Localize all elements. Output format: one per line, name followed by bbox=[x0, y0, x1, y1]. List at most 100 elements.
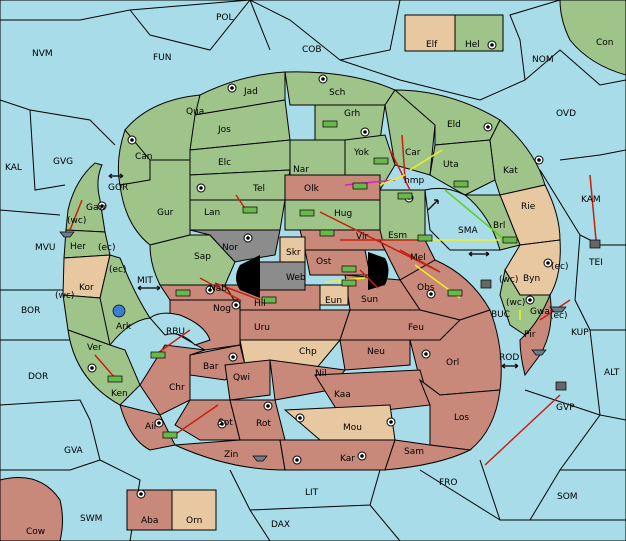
territory-elf[interactable] bbox=[404, 14, 456, 52]
label-feu: Feu bbox=[408, 323, 424, 333]
army-unit-ken bbox=[107, 375, 123, 383]
label-sot: Sot bbox=[218, 418, 233, 428]
territory-skr[interactable] bbox=[279, 236, 306, 263]
territory-tel[interactable] bbox=[189, 169, 291, 201]
territory-orn[interactable] bbox=[171, 489, 217, 531]
label-vir: Vir bbox=[356, 232, 368, 242]
label-kat: Kat bbox=[503, 166, 518, 176]
label-orl: Orl bbox=[446, 358, 459, 368]
units bbox=[59, 120, 601, 462]
label-eun: Eun bbox=[325, 296, 342, 306]
army-unit-hil bbox=[261, 296, 277, 304]
label-cow: Cow bbox=[26, 527, 45, 537]
adjacency-arrows bbox=[108, 173, 519, 369]
label-gvp: GVP bbox=[556, 403, 575, 413]
label-neu: Neu bbox=[367, 347, 385, 357]
inner-lake-rbu bbox=[149, 312, 211, 346]
territory-ken[interactable] bbox=[67, 329, 141, 406]
label-con: Con bbox=[596, 38, 614, 48]
label-yok: Yok bbox=[353, 148, 370, 158]
territory-sam[interactable] bbox=[384, 439, 472, 471]
label-esm: Esm bbox=[388, 231, 407, 241]
territory-kar[interactable] bbox=[279, 439, 396, 471]
label-sam: Sam bbox=[404, 447, 424, 457]
label-elc: Elc bbox=[218, 158, 231, 168]
inner-lake-sma bbox=[424, 187, 501, 251]
label-mel: Mel bbox=[410, 253, 426, 263]
label-ovd: OVD bbox=[556, 109, 576, 119]
label-orn: Orn bbox=[186, 516, 202, 526]
territory-qwi[interactable] bbox=[224, 359, 271, 401]
label-los: Los bbox=[454, 413, 469, 423]
label-gwa: Gwa bbox=[530, 307, 550, 317]
label-tei: TEI bbox=[588, 258, 603, 268]
label-swm: SWM bbox=[80, 514, 102, 524]
territory-uta[interactable] bbox=[429, 139, 496, 196]
label-uta: Uta bbox=[443, 160, 459, 170]
army-unit-olk bbox=[352, 182, 368, 190]
unit-marker-gvp bbox=[555, 381, 567, 391]
label-gaw-wc: (wc) bbox=[67, 216, 86, 226]
label-grh: Grh bbox=[344, 109, 360, 119]
label-nar: Nar bbox=[293, 165, 309, 175]
label-gwa-ec: (ec) bbox=[550, 311, 568, 321]
label-sch: Sch bbox=[329, 88, 345, 98]
label-rod: ROD bbox=[499, 353, 519, 363]
territory-cow[interactable] bbox=[0, 477, 63, 541]
label-brl: Brl bbox=[493, 221, 505, 231]
territory-pir[interactable] bbox=[519, 293, 552, 377]
fleet-unit-zin bbox=[252, 455, 268, 462]
territory-ail[interactable] bbox=[119, 404, 176, 451]
label-jad: Jad bbox=[243, 87, 258, 97]
label-lan: Lan bbox=[204, 208, 220, 218]
unit-marker-tei bbox=[589, 239, 601, 249]
unit-marker-buc bbox=[480, 279, 492, 289]
territory-gur[interactable] bbox=[119, 159, 191, 246]
label-obs: Obs bbox=[417, 283, 435, 293]
label-sap: Sap bbox=[194, 252, 211, 262]
label-qua: Qua bbox=[186, 107, 204, 117]
label-aba: Aba bbox=[141, 516, 158, 526]
territory-sot[interactable] bbox=[174, 399, 241, 441]
label-ver: Ver bbox=[87, 343, 102, 353]
army-unit-yok bbox=[373, 157, 389, 165]
label-zin: Zin bbox=[224, 450, 238, 460]
label-kor-ec: (ec) bbox=[109, 265, 127, 275]
army-unit-esm bbox=[417, 234, 433, 242]
territory-neu[interactable] bbox=[339, 339, 411, 371]
label-ail: Ail bbox=[145, 422, 156, 432]
label-gur: Gur bbox=[157, 208, 174, 218]
label-tel: Tel bbox=[252, 184, 265, 194]
label-rbu: RBU bbox=[166, 327, 185, 337]
territory-jad[interactable] bbox=[194, 71, 286, 116]
label-mou: Mou bbox=[343, 423, 362, 433]
unit-marker-ark bbox=[112, 304, 126, 318]
territory-hug[interactable] bbox=[284, 199, 381, 231]
label-gor: GOR bbox=[108, 183, 128, 193]
label-dax: DAX bbox=[271, 520, 290, 530]
label-som: SOM bbox=[557, 492, 578, 502]
label-kor: Kor bbox=[79, 283, 94, 293]
territory-con[interactable] bbox=[559, 0, 626, 76]
army-unit-nab bbox=[175, 289, 191, 297]
label-kaa: Kaa bbox=[334, 390, 351, 400]
label-hug: Hug bbox=[334, 209, 352, 219]
label-bor: BOR bbox=[21, 306, 40, 316]
label-fro: FRO bbox=[439, 478, 458, 488]
territory-nor[interactable] bbox=[189, 229, 281, 263]
label-eld: Eld bbox=[447, 120, 461, 130]
army-unit-obs bbox=[447, 289, 463, 297]
army-unit-grh bbox=[322, 120, 338, 128]
fleet-unit-gwa bbox=[549, 306, 567, 313]
fleet-unit-gaw bbox=[59, 231, 75, 238]
label-skr: Skr bbox=[286, 248, 301, 258]
label-gva: GVA bbox=[64, 446, 84, 456]
label-ark: Ark bbox=[116, 322, 132, 332]
label-qwi: Qwi bbox=[233, 373, 250, 383]
label-jos: Jos bbox=[217, 125, 231, 135]
label-chp: Chp bbox=[299, 347, 317, 357]
label-nog: Nog bbox=[213, 304, 231, 314]
territory-aba[interactable] bbox=[126, 489, 173, 531]
label-fun: FUN bbox=[153, 53, 172, 63]
label-dor: DOR bbox=[28, 372, 48, 382]
